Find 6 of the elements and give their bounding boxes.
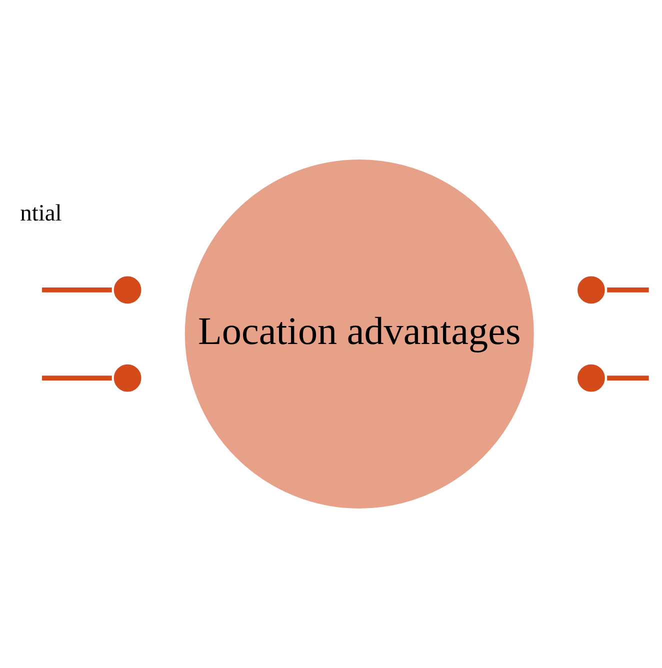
label: ntial bbox=[20, 200, 62, 227]
node-circle: Location advantages bbox=[184, 160, 534, 508]
connector bbox=[607, 376, 649, 380]
connector bbox=[42, 376, 112, 380]
connector bbox=[42, 288, 112, 292]
connector bbox=[607, 288, 649, 292]
